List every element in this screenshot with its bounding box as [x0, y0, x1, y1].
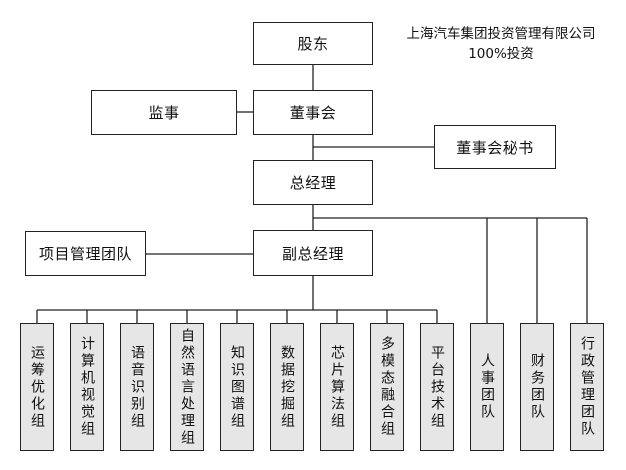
team-finance: 财务团队 [520, 323, 554, 451]
group-nlp: 自然语言处理组 [170, 323, 204, 451]
board-node: 董事会 [253, 90, 373, 135]
project-management-team-node: 项目管理团队 [25, 231, 146, 276]
group-data-mining: 数据挖掘组 [270, 323, 304, 451]
group-knowledge-graph: 知识图谱组 [220, 323, 254, 451]
general-manager-node: 总经理 [253, 160, 373, 205]
supervisor-node: 监事 [91, 90, 237, 135]
group-platform-tech: 平台技术组 [420, 323, 454, 451]
group-speech-recognition: 语音识别组 [120, 323, 154, 451]
group-computer-vision: 计算机视觉组 [70, 323, 104, 451]
group-chip-algorithm: 芯片算法组 [320, 323, 354, 451]
board-secretary-node: 董事会秘书 [434, 125, 556, 169]
group-multimodal-fusion: 多模态融合组 [370, 323, 404, 451]
group-operations-research: 运筹优化组 [20, 323, 54, 451]
investment-note: 100%投资 [468, 46, 534, 62]
deputy-general-manager-node: 副总经理 [253, 230, 373, 276]
team-administration: 行政管理团队 [570, 323, 604, 451]
team-hr: 人事团队 [470, 323, 504, 451]
shareholder-node: 股东 [253, 22, 373, 65]
company-name-note: 上海汽车集团投资管理有限公司 [406, 26, 596, 42]
